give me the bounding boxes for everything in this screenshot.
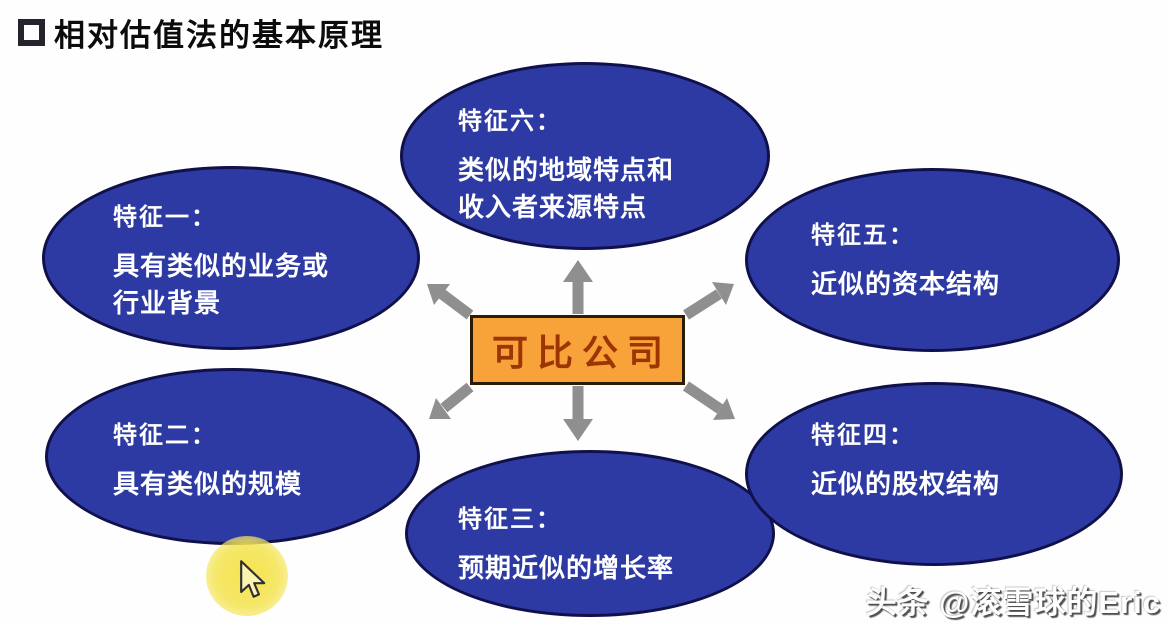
arrow-up-icon (563, 260, 593, 314)
feature-1-title: 特征一： (113, 204, 217, 231)
feature-1-body: 具有类似的业务或 行业背景 (113, 251, 330, 318)
feature-ellipse-6: 特征六： 类似的地域特点和 收入者来源特点 (400, 62, 770, 250)
arrow-upper-right-icon (683, 282, 734, 320)
arrow-down-icon (563, 386, 593, 441)
feature-5-title: 特征五： (811, 222, 915, 249)
feature-5-body: 近似的资本结构 (811, 269, 1001, 299)
arrow-lower-right-icon (682, 381, 735, 420)
feature-ellipse-3: 特征三： 预期近似的增长率 (405, 450, 775, 617)
mouse-cursor-icon (240, 560, 266, 598)
feature-3-title: 特征三： (458, 506, 562, 533)
feature-ellipse-5: 特征五： 近似的资本结构 (745, 168, 1120, 352)
watermark: 头条 @滚雪球的Eric (865, 585, 1161, 620)
page-title: 相对估值法的基本原理 (54, 18, 384, 53)
feature-ellipse-4: 特征四： 近似的股权结构 (745, 382, 1123, 566)
center-node: 可比公司 (470, 315, 685, 385)
feature-2-body: 具有类似的规模 (113, 469, 303, 499)
feature-ellipse-2: 特征二： 具有类似的规模 (45, 368, 420, 545)
feature-4-body: 近似的股权结构 (811, 469, 1001, 499)
feature-6-title: 特征六： (458, 108, 562, 135)
center-node-label: 可比公司 (491, 333, 672, 373)
feature-2-title: 特征二： (113, 422, 217, 449)
feature-4-title: 特征四： (811, 422, 915, 449)
slide-header: 相对估值法的基本原理 (18, 10, 384, 55)
square-bullet-icon (18, 19, 45, 46)
arrow-upper-left-icon (427, 284, 474, 320)
feature-ellipse-1: 特征一： 具有类似的业务或 行业背景 (42, 166, 420, 350)
arrow-lower-left-icon (429, 382, 474, 419)
feature-6-body: 类似的地域特点和 收入者来源特点 (458, 155, 675, 222)
feature-3-body: 预期近似的增长率 (458, 553, 675, 583)
